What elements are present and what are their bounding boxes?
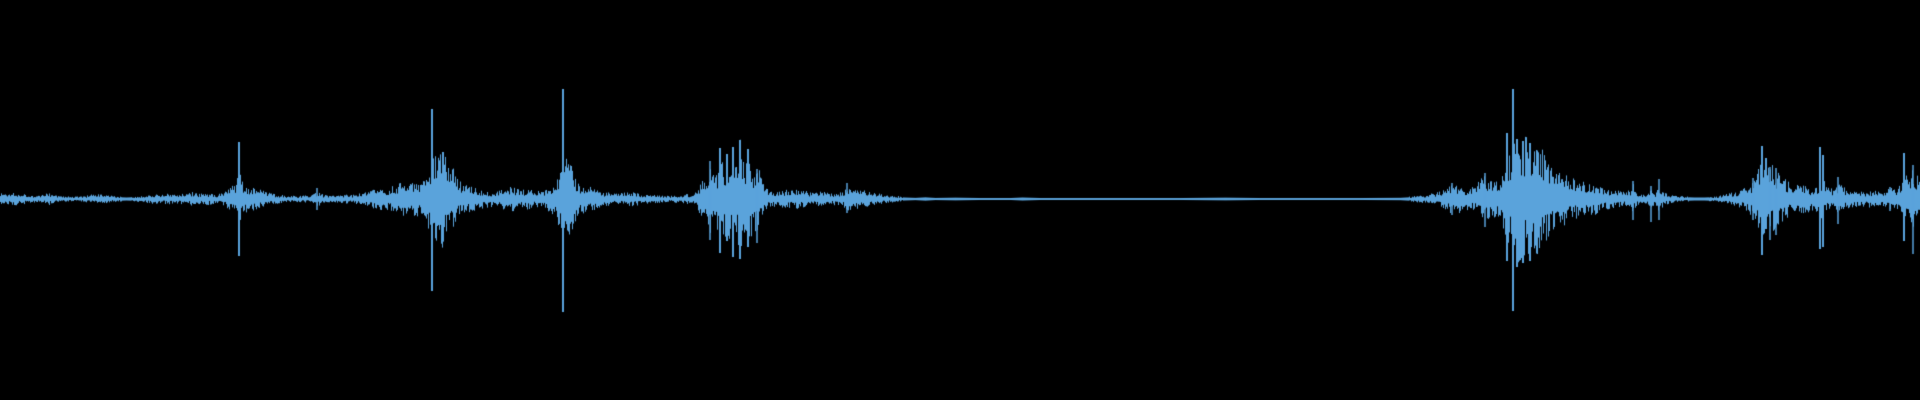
waveform-panel (0, 0, 1920, 400)
audio-waveform (0, 0, 1920, 400)
